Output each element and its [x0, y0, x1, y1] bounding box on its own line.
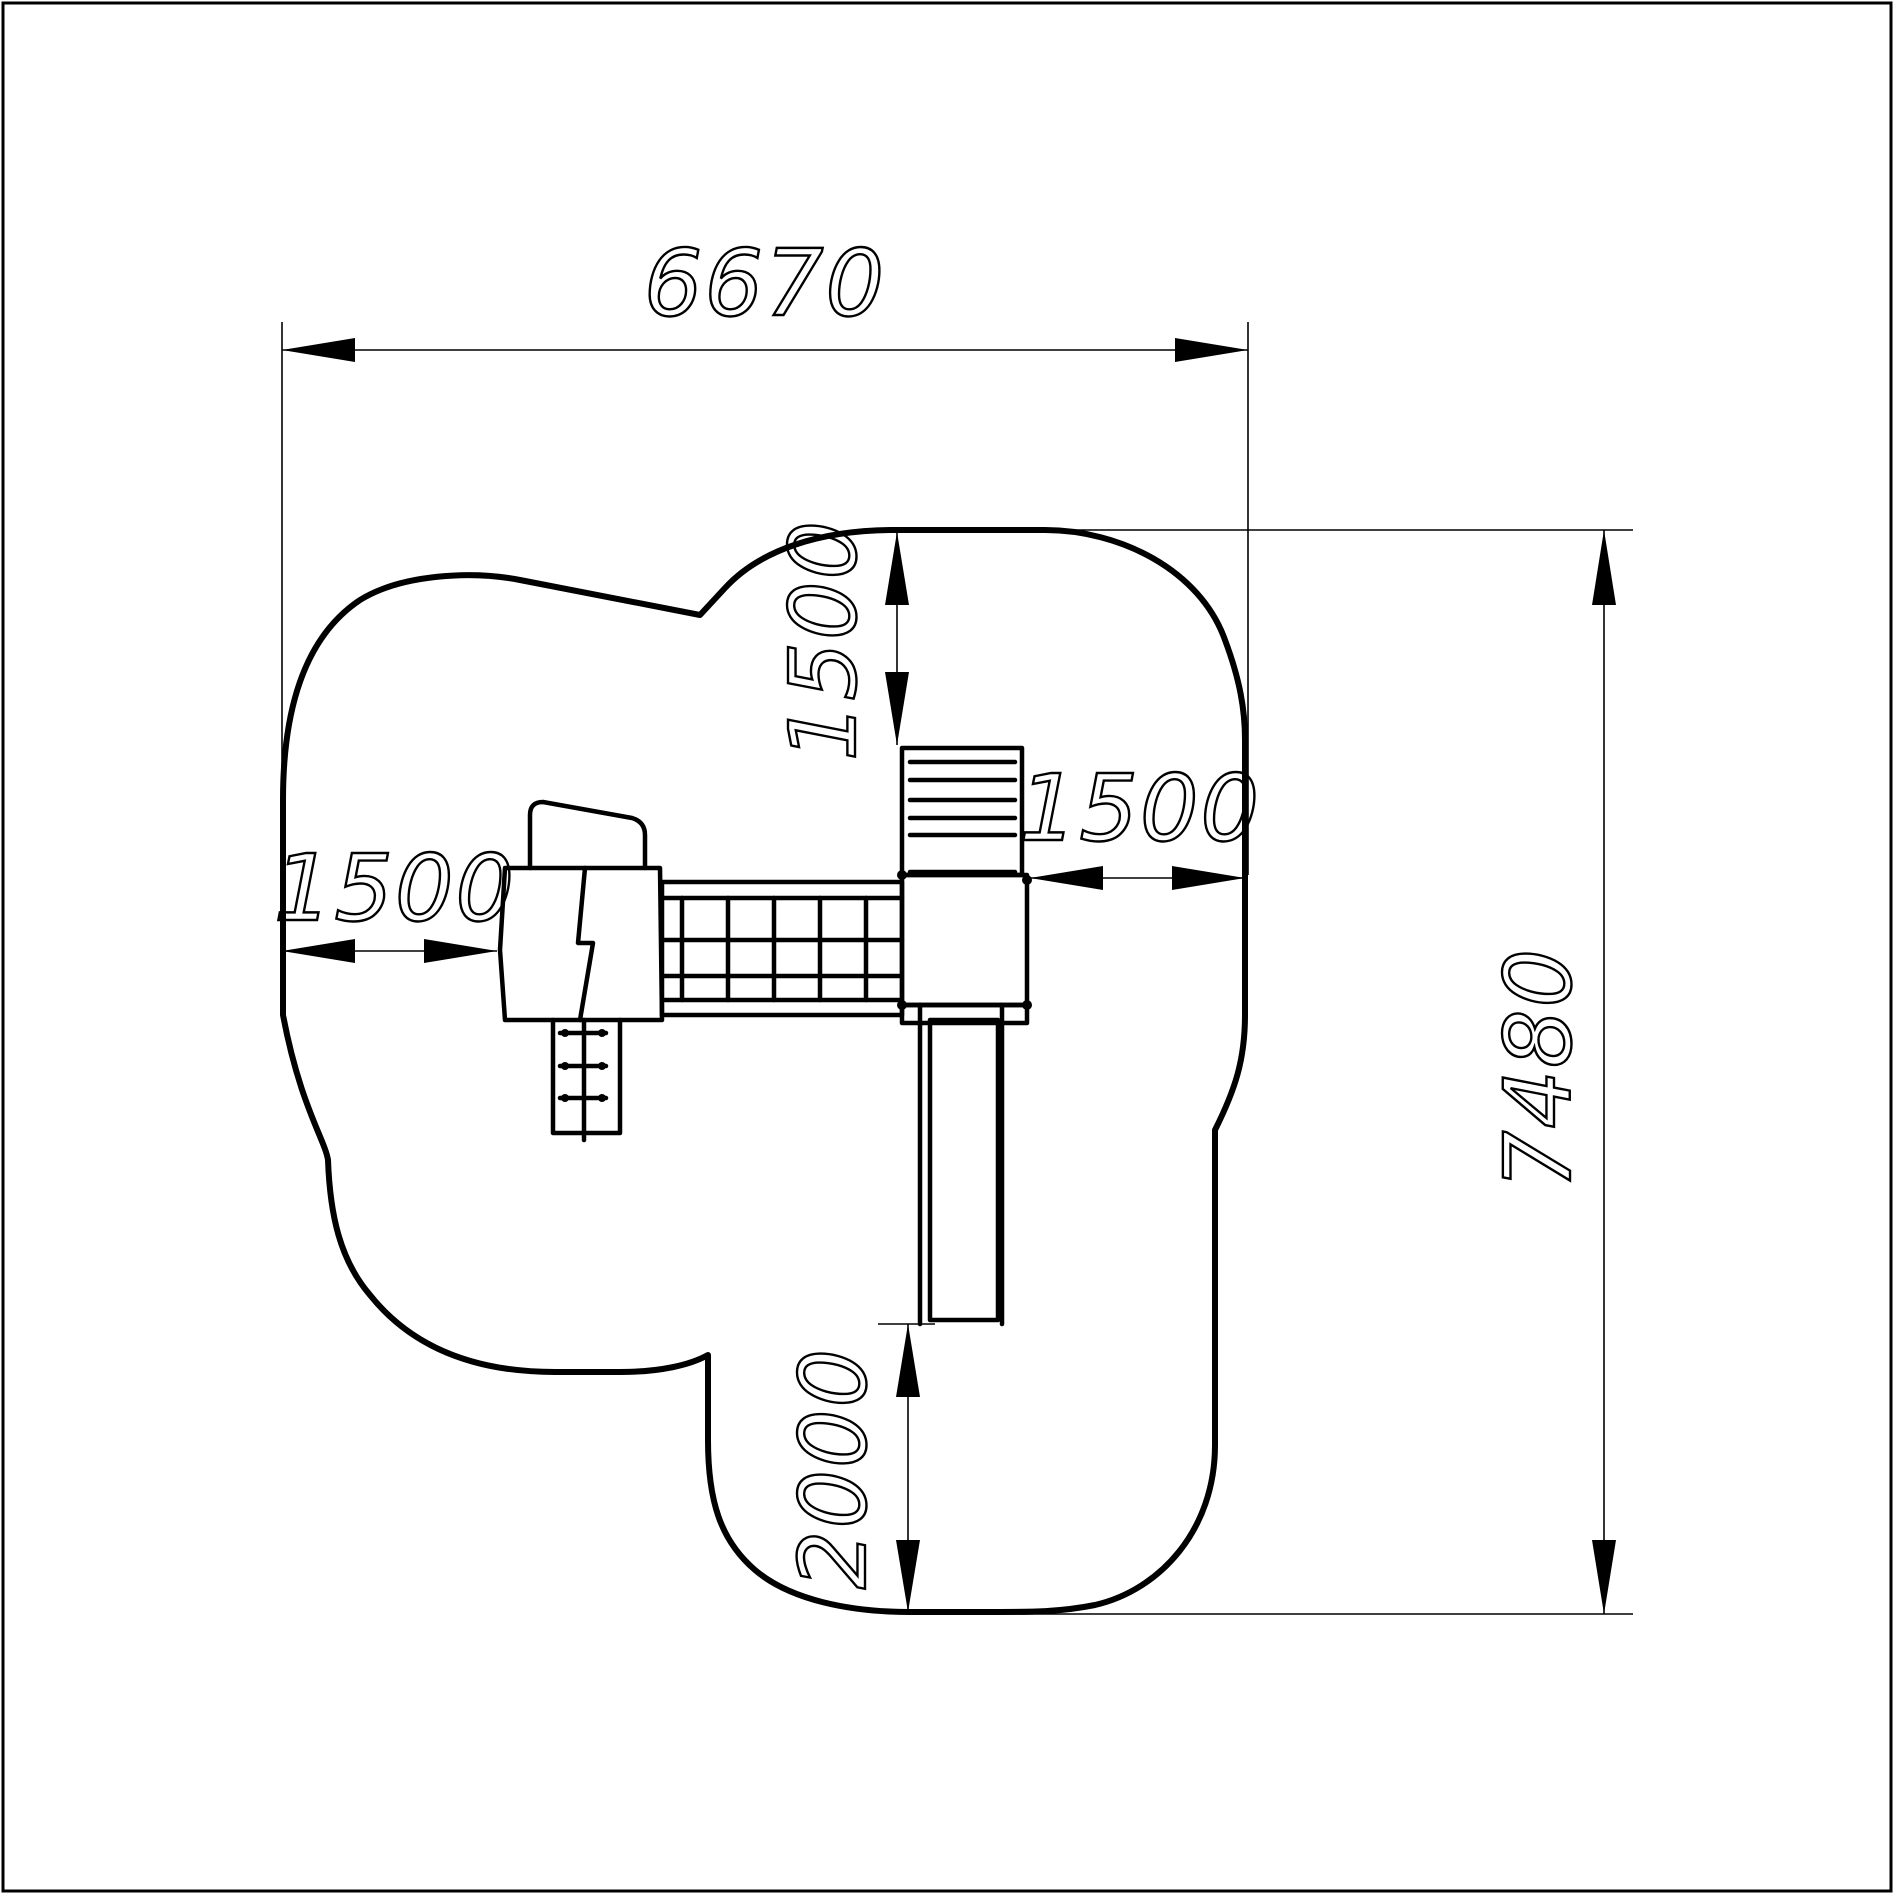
dimension-top-clearance: 1500	[769, 518, 909, 762]
dimension-overall-height: 7480	[1484, 530, 1616, 1614]
dimension-slide-exit-clearance: 2000	[779, 1324, 920, 1612]
net-bridge	[659, 879, 905, 1018]
dimension-label-top-clearance: 1500	[770, 519, 877, 761]
safety-zone-outline	[280, 527, 1248, 1615]
dimension-right-clearance: 1500	[1018, 754, 1261, 890]
dimension-label-left-clearance: 1500	[274, 835, 516, 942]
dimension-label-slide-exit-clearance: 2000	[780, 1347, 887, 1589]
dimension-label-overall-height: 7480	[1485, 947, 1592, 1189]
climbing-ladder	[550, 1017, 623, 1143]
left-tower	[497, 799, 665, 1023]
right-platform	[897, 745, 1032, 1010]
dimension-label-overall-width: 6670	[644, 230, 886, 337]
dimension-label-right-clearance: 1500	[1019, 755, 1261, 862]
slide	[899, 1002, 1030, 1327]
dimension-left-clearance: 1500	[273, 834, 516, 963]
dimension-overall-width: 6670	[282, 229, 1248, 362]
